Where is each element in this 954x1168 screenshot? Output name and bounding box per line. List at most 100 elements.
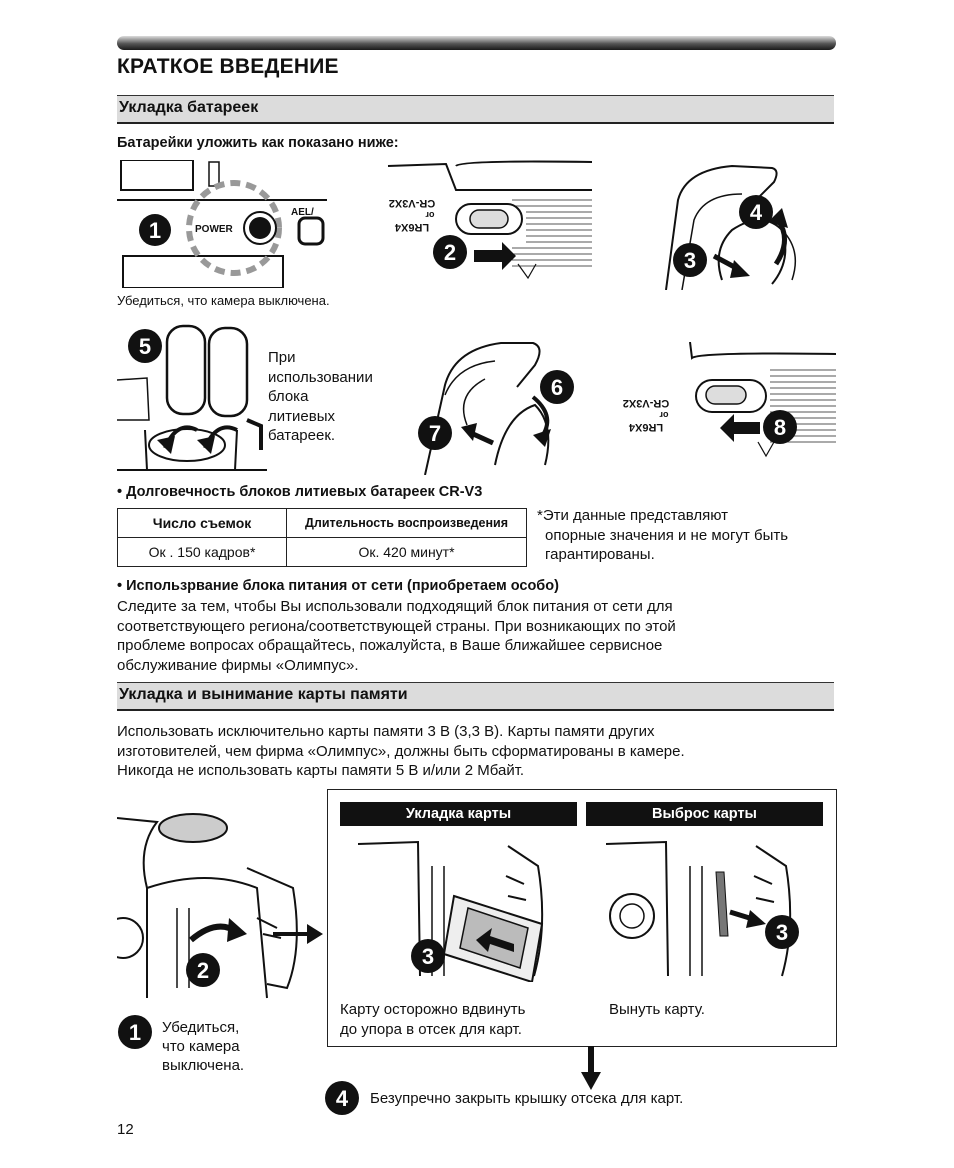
step-number: 8 bbox=[774, 415, 786, 440]
step-number: 3 bbox=[684, 248, 696, 273]
illustration-close-door: 6 7 bbox=[418, 342, 574, 475]
screen-outline bbox=[122, 255, 284, 288]
note-line: литиевых bbox=[268, 407, 335, 425]
value-shots: Ок . 150 кадров* bbox=[117, 537, 287, 567]
battery-label-lr: LR6X4 bbox=[394, 221, 429, 233]
footnote-line: гарантированы. bbox=[545, 546, 655, 563]
step-badge-4 bbox=[739, 195, 773, 229]
illustration-insert-batteries: 5 bbox=[117, 324, 267, 471]
paragraph-line: изготовителей, чем фирма «Олимпус», долж… bbox=[117, 742, 685, 760]
paragraph-line: соответствующего региона/соответствующей… bbox=[117, 617, 676, 635]
card-instructions-box: Укладка карты Выброс карты 3 3 Карту ост… bbox=[327, 789, 837, 1047]
highlight-circle bbox=[186, 180, 282, 276]
life-footnote: *Эти данные представляют опорные значени… bbox=[537, 506, 788, 565]
note-line: блока bbox=[268, 388, 309, 405]
illustration-battery-latch: CR-V3X2 or LR6X4 2 bbox=[387, 160, 592, 280]
illustration-power-switch: 1 POWER AEL/ bbox=[117, 160, 327, 288]
page-title: КРАТКОЕ ВВЕДЕНИЕ bbox=[117, 55, 339, 78]
step-badge-7 bbox=[418, 416, 452, 450]
battery-intro: Батарейки уложить как показано ниже: bbox=[117, 135, 399, 151]
paragraph-line: проблеме вопросах обращайтесь, пожалуйст… bbox=[117, 637, 663, 654]
power-label: POWER bbox=[195, 224, 234, 235]
step-badge-6 bbox=[540, 370, 574, 404]
step-number: 7 bbox=[429, 421, 441, 446]
step4-text: Безупречно закрыть крышку отсека для кар… bbox=[370, 1090, 684, 1107]
step-number: 4 bbox=[336, 1086, 349, 1111]
caption-line: до упора в отсек для карт. bbox=[340, 1020, 522, 1038]
arrow-left-icon bbox=[461, 423, 477, 441]
arrow-icon bbox=[730, 260, 750, 278]
footnote-line: опорные значения и не могут быть bbox=[545, 526, 789, 544]
life-heading: • Долговечность блоков литиевых батареек… bbox=[117, 484, 483, 500]
step-badge-1 bbox=[139, 214, 171, 246]
arrow-right-icon bbox=[474, 242, 516, 270]
illustration-open-card-door: 2 bbox=[117, 813, 323, 999]
step-badge-5 bbox=[128, 329, 162, 363]
arrow-left-icon bbox=[476, 928, 514, 952]
mode-dial-icon bbox=[158, 813, 228, 843]
table-row: Число съемок Длительность воспроизведени… bbox=[117, 508, 527, 538]
step-badge-2 bbox=[186, 953, 220, 987]
camera-off-note: Убедиться, что камера выключена. bbox=[162, 1018, 244, 1075]
section-header-memory-card: Укладка и вынимание карты памяти bbox=[117, 682, 834, 711]
paragraph-line: Использовать исключительно карты памяти … bbox=[117, 723, 655, 740]
battery-label-cr: CR-V3X2 bbox=[623, 397, 669, 409]
step-badge-1: 1 bbox=[118, 1015, 152, 1049]
illustration-insert-card: 3 bbox=[358, 840, 544, 982]
arrow-right-icon bbox=[746, 910, 766, 928]
paragraph-line: Следите за тем, чтобы Вы использовали по… bbox=[117, 598, 673, 615]
ac-heading: • Использрвание блока питания от сети (п… bbox=[117, 578, 559, 594]
battery-label-cr: CR-V3X2 bbox=[389, 197, 435, 209]
step-number: 6 bbox=[551, 375, 563, 400]
arrow-left-icon bbox=[720, 414, 760, 442]
card-paragraph: Использовать исключительно карты памяти … bbox=[117, 722, 685, 781]
eject-caption: Вынуть карту. bbox=[609, 1001, 705, 1018]
section-title: Укладка и вынимание карты памяти bbox=[119, 686, 408, 703]
paragraph-line: обслуживание фирмы «Олимпус». bbox=[117, 656, 359, 674]
caption-line: Карту осторожно вдвинуть bbox=[340, 1001, 526, 1018]
step-number: 3 bbox=[422, 944, 434, 969]
step-badge-4: 4 bbox=[325, 1081, 359, 1115]
note-line: Убедиться, bbox=[162, 1019, 240, 1036]
arrow-curve-icon bbox=[157, 436, 175, 454]
step-number: 5 bbox=[139, 334, 151, 359]
section-title: Укладка батареек bbox=[119, 99, 259, 116]
step-badge-8 bbox=[763, 410, 797, 444]
arrow-right-icon bbox=[273, 924, 323, 944]
page-number: 12 bbox=[117, 1121, 134, 1138]
header-rule bbox=[117, 36, 836, 50]
battery-label-or: or bbox=[659, 410, 668, 420]
arrow-up-icon bbox=[768, 208, 788, 228]
arrow-curve-icon bbox=[227, 918, 247, 942]
step-badge-3 bbox=[411, 939, 445, 973]
battery-label-or: or bbox=[425, 210, 434, 220]
memory-card-icon bbox=[715, 871, 729, 937]
note-line: использовании bbox=[268, 368, 373, 386]
header-playback: Длительность воспроизведения bbox=[286, 508, 527, 538]
header-shots: Число съемок bbox=[117, 508, 287, 538]
arrow-down-icon bbox=[581, 1046, 601, 1090]
battery-life-table: Число съемок Длительность воспроизведени… bbox=[117, 508, 527, 567]
step-badge-3 bbox=[765, 915, 799, 949]
step-number: 1 bbox=[149, 218, 161, 243]
arrow-curve-icon bbox=[197, 436, 215, 454]
ael-label: AEL/ bbox=[291, 207, 314, 218]
dial-grip bbox=[208, 161, 220, 187]
step-badge-2 bbox=[433, 235, 467, 269]
note-line: выключена. bbox=[162, 1057, 245, 1074]
step-number: 2 bbox=[444, 240, 456, 265]
step-number: 2 bbox=[197, 958, 209, 983]
illustration-open-door: 4 3 bbox=[665, 164, 797, 290]
note-line: что камера bbox=[162, 1038, 240, 1055]
note-line: батареек. bbox=[268, 427, 336, 444]
power-button-icon bbox=[243, 211, 277, 245]
ac-paragraph: Следите за тем, чтобы Вы использовали по… bbox=[117, 597, 676, 675]
step-number: 1 bbox=[129, 1020, 141, 1045]
step-number: 3 bbox=[776, 920, 788, 945]
step-badge-3 bbox=[673, 243, 707, 277]
paragraph-line: Никогда не использовать карты памяти 5 В… bbox=[117, 762, 525, 779]
battery-icon bbox=[207, 326, 249, 418]
value-playback: Ок. 420 минут* bbox=[286, 537, 527, 567]
footnote-line: *Эти данные представляют bbox=[537, 507, 729, 524]
illustration-latch-close: CR-V3X2 or LR6X4 8 bbox=[623, 342, 836, 458]
